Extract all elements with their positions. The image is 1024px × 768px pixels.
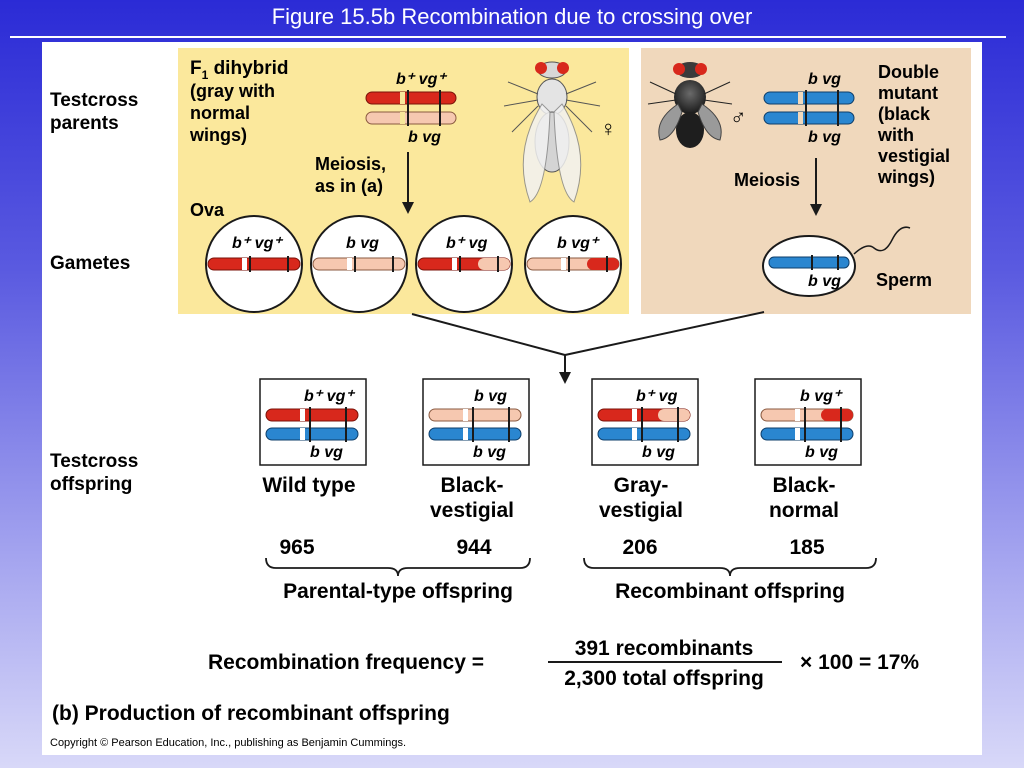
offspring-3-allele-top: b⁺ vg [636,388,678,405]
male-chromosome-pair [763,90,855,126]
offspring-1-allele-bottom: b vg [310,444,343,461]
offspring-4-allele-bottom: b vg [805,444,838,461]
sperm-label: Sperm [876,270,932,290]
offspring-box-3 [591,378,699,466]
ovum-1 [205,215,303,313]
sperm-cell [762,226,911,297]
male-symbol: ♂ [730,104,747,129]
offspring-3-count: 206 [622,536,657,559]
row-label-gametes: Gametes [50,253,130,274]
offspring-box-4 [754,378,862,466]
ovum-4-allele: b vg⁺ [557,235,600,252]
formula-label: Recombination frequency = [208,651,484,674]
female-fly-illustration [503,61,601,203]
male-fly-illustration [647,62,733,148]
slide-title: Figure 15.5b Recombination due to crossi… [271,4,753,29]
parental-group-label: Parental-type offspring [283,580,513,603]
offspring-3-name: Gray-vestigial [599,474,683,522]
sperm-allele: b vg [808,273,841,290]
offspring-1-allele-top: b⁺ vg⁺ [304,388,355,405]
female-allele-bottom: b vg [408,129,441,146]
recombinant-group-label: Recombinant offspring [615,580,845,603]
male-meiosis-label: Meiosis [734,170,800,190]
offspring-4-count: 185 [789,536,824,559]
offspring-1-count: 965 [279,536,314,559]
offspring-4-allele-top: b vg⁺ [800,388,843,405]
ovum-2 [310,215,408,313]
female-symbol: ♀ [600,116,617,141]
offspring-2-allele-bottom: b vg [473,444,506,461]
formula-denominator: 2,300 total offspring [564,667,764,690]
formula-result: × 100 = 17% [800,651,919,674]
ovum-1-allele: b⁺ vg⁺ [232,235,283,252]
ova-label: Ova [190,200,225,220]
offspring-box-2 [422,378,530,466]
female-chromosome-pair [365,90,457,126]
offspring-2-allele-top: b vg [474,388,507,405]
ovum-4 [524,215,622,313]
female-meiosis-arrowhead [402,202,414,214]
ovum-3-allele: b⁺ vg [446,235,488,252]
offspring-4-name: Black-normal [769,474,839,522]
ovum-3 [415,215,513,313]
male-meiosis-arrowhead [810,204,822,216]
parental-brace [265,557,531,577]
figure-caption: (b) Production of recombinant offspring [52,702,450,725]
male-allele-top: b vg [808,71,841,88]
recombinant-brace [583,557,877,577]
copyright-notice: Copyright © Pearson Education, Inc., pub… [50,737,406,749]
offspring-2-count: 944 [456,536,491,559]
offspring-box-1 [259,378,367,466]
male-allele-bottom: b vg [808,129,841,146]
offspring-3-allele-bottom: b vg [642,444,675,461]
offspring-1-name: Wild type [262,474,355,497]
f1-dihybrid-label: F1 dihybrid [190,58,289,82]
female-allele-top: b⁺ vg⁺ [396,71,447,88]
ovum-2-allele: b vg [346,235,379,252]
title-divider [10,36,1006,38]
formula-numerator: 391 recombinants [575,637,754,660]
female-meiosis-label: Meiosis,as in (a) [315,154,386,196]
offspring-2-name: Black-vestigial [430,474,514,522]
fertilization-arrow [411,311,765,384]
